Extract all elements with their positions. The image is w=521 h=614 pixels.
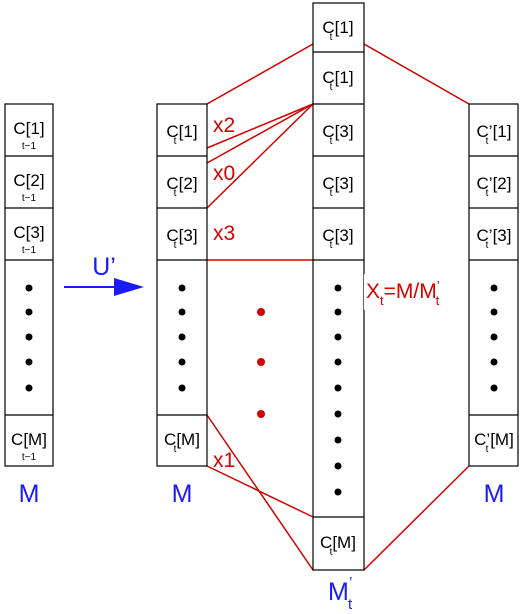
column-count-label: M (484, 480, 505, 508)
multiplicity-label: x0 (213, 162, 235, 185)
column-count-label: M ’ t (328, 574, 353, 613)
particle-cell-2: C[2] t (166, 174, 197, 199)
particle-label: C[1] (13, 119, 44, 138)
particle-time-subscript: t (486, 444, 489, 455)
particle-cell-1: C[1] t (166, 122, 197, 147)
formula-background (364, 274, 469, 310)
copy-line-3 (206, 103, 314, 209)
particle-label: C[1] (322, 18, 353, 37)
particle-label: C[3] (322, 174, 353, 193)
particle-label: C’[1] (477, 122, 512, 141)
fan-line-top-right (363, 43, 470, 105)
particle-cell-m: C’[M] t (474, 430, 514, 455)
particle-time-subscript: t (174, 444, 177, 455)
resampled-cell-4: C[3] t (322, 174, 353, 199)
red-ellipsis-dots (257, 308, 265, 418)
particle-time-subscript: t−1 (22, 452, 37, 463)
particle-cell-m: C[M] t (164, 430, 200, 455)
particle-time-subscript: t (330, 32, 333, 43)
particle-time-subscript: t (330, 188, 333, 199)
particle-time-subscript: t (330, 547, 333, 558)
particle-time-subscript: t−1 (22, 193, 37, 204)
multiplicity-labels: x2 x0 x3 x1 (213, 114, 235, 472)
count-main: M (328, 578, 349, 606)
particle-label: C’[M] (474, 430, 514, 449)
update-operator-label: U’ (92, 253, 116, 281)
particle-cell-3: C[3] t (166, 226, 197, 251)
particle-label: C[M] (164, 430, 200, 449)
particle-time-subscript: t (174, 136, 177, 147)
column-count-label: M (172, 480, 193, 508)
resampled-cell-5: C[3] t (322, 226, 353, 251)
particle-time-subscript: t (174, 188, 177, 199)
ellipsis-dots (490, 284, 498, 392)
particle-cell-1: C’[1] t (477, 122, 512, 147)
multiplicity-label: x2 (213, 114, 235, 137)
particle-time-subscript: t (486, 188, 489, 199)
copy-line-2 (206, 103, 314, 164)
particle-time-subscript: t (486, 136, 489, 147)
fan-line-top-left (206, 43, 314, 105)
particle-label: C[3] (322, 122, 353, 141)
particle-time-subscript: t (330, 240, 333, 251)
particle-cell-3: C[3] t−1 (13, 223, 44, 256)
left-particle-column: C[1] t−1 C[2] t−1 C[3] t−1 C[M] t−1 M (4, 103, 54, 508)
particle-time-subscript: t (174, 240, 177, 251)
ellipsis-dots (178, 284, 186, 392)
resampled-cell-2: C[1] t (322, 68, 353, 93)
particle-label: C[2] (166, 174, 197, 193)
particle-label: C[M] (11, 430, 47, 449)
resampled-cell-3: C[3] t (322, 122, 353, 147)
particle-cell-3: C’[3] t (477, 226, 512, 251)
particle-time-subscript: t (486, 240, 489, 251)
particle-label: C[1] (166, 122, 197, 141)
count-prime: ’ (349, 574, 352, 591)
fan-line-bottom-left (206, 414, 314, 571)
particle-time-subscript: t (330, 82, 333, 93)
particle-label: C[3] (13, 223, 44, 242)
particle-label: C[3] (322, 226, 353, 245)
count-subscript: t (348, 596, 353, 613)
particle-label: C[2] (13, 171, 44, 190)
resampled-cell-1: C[1] t (322, 18, 353, 43)
column-count-label: M (19, 480, 40, 508)
ellipsis-dots (334, 284, 342, 496)
particle-time-subscript: t−1 (22, 245, 37, 256)
resampled-particle-column: C[1] t C[1] t C[3] t C[3] t C[3] t (312, 2, 365, 613)
particle-time-subscript: t (330, 136, 333, 147)
particle-cell-2: C[2] t−1 (13, 171, 44, 204)
resampled-cell-m: C[M] t (320, 533, 356, 558)
multiplicity-label: x1 (213, 449, 235, 472)
formula-text: Xt=M/M’t (366, 278, 440, 308)
left-column-frame (4, 103, 54, 467)
final-particle-column: C’[1] t C’[2] t C’[3] t C’[M] t M (468, 103, 519, 508)
multiplicity-label: x3 (213, 222, 235, 245)
particle-label: C[3] (166, 226, 197, 245)
particle-label: C’[3] (477, 226, 512, 245)
fan-line-bottom-right (363, 465, 470, 571)
particle-label: C[M] (320, 533, 356, 552)
resampling-lines (206, 43, 470, 571)
ratio-formula: Xt=M/M’t (364, 274, 469, 310)
arrow-head-icon (114, 278, 144, 296)
particle-cell-1: C[1] t−1 (13, 119, 44, 152)
update-arrow: U’ (64, 253, 144, 296)
copy-line-5 (206, 465, 314, 518)
particle-cell-m: C[M] t−1 (11, 430, 47, 463)
updated-particle-column: C[1] t C[2] t C[3] t C[M] t M (156, 103, 208, 508)
particle-time-subscript: t−1 (22, 141, 37, 152)
copy-line-1 (206, 103, 314, 149)
particle-cell-2: C’[2] t (477, 174, 512, 199)
particle-label: C’[2] (477, 174, 512, 193)
ellipsis-dots (25, 284, 33, 392)
particle-label: C[1] (322, 68, 353, 87)
